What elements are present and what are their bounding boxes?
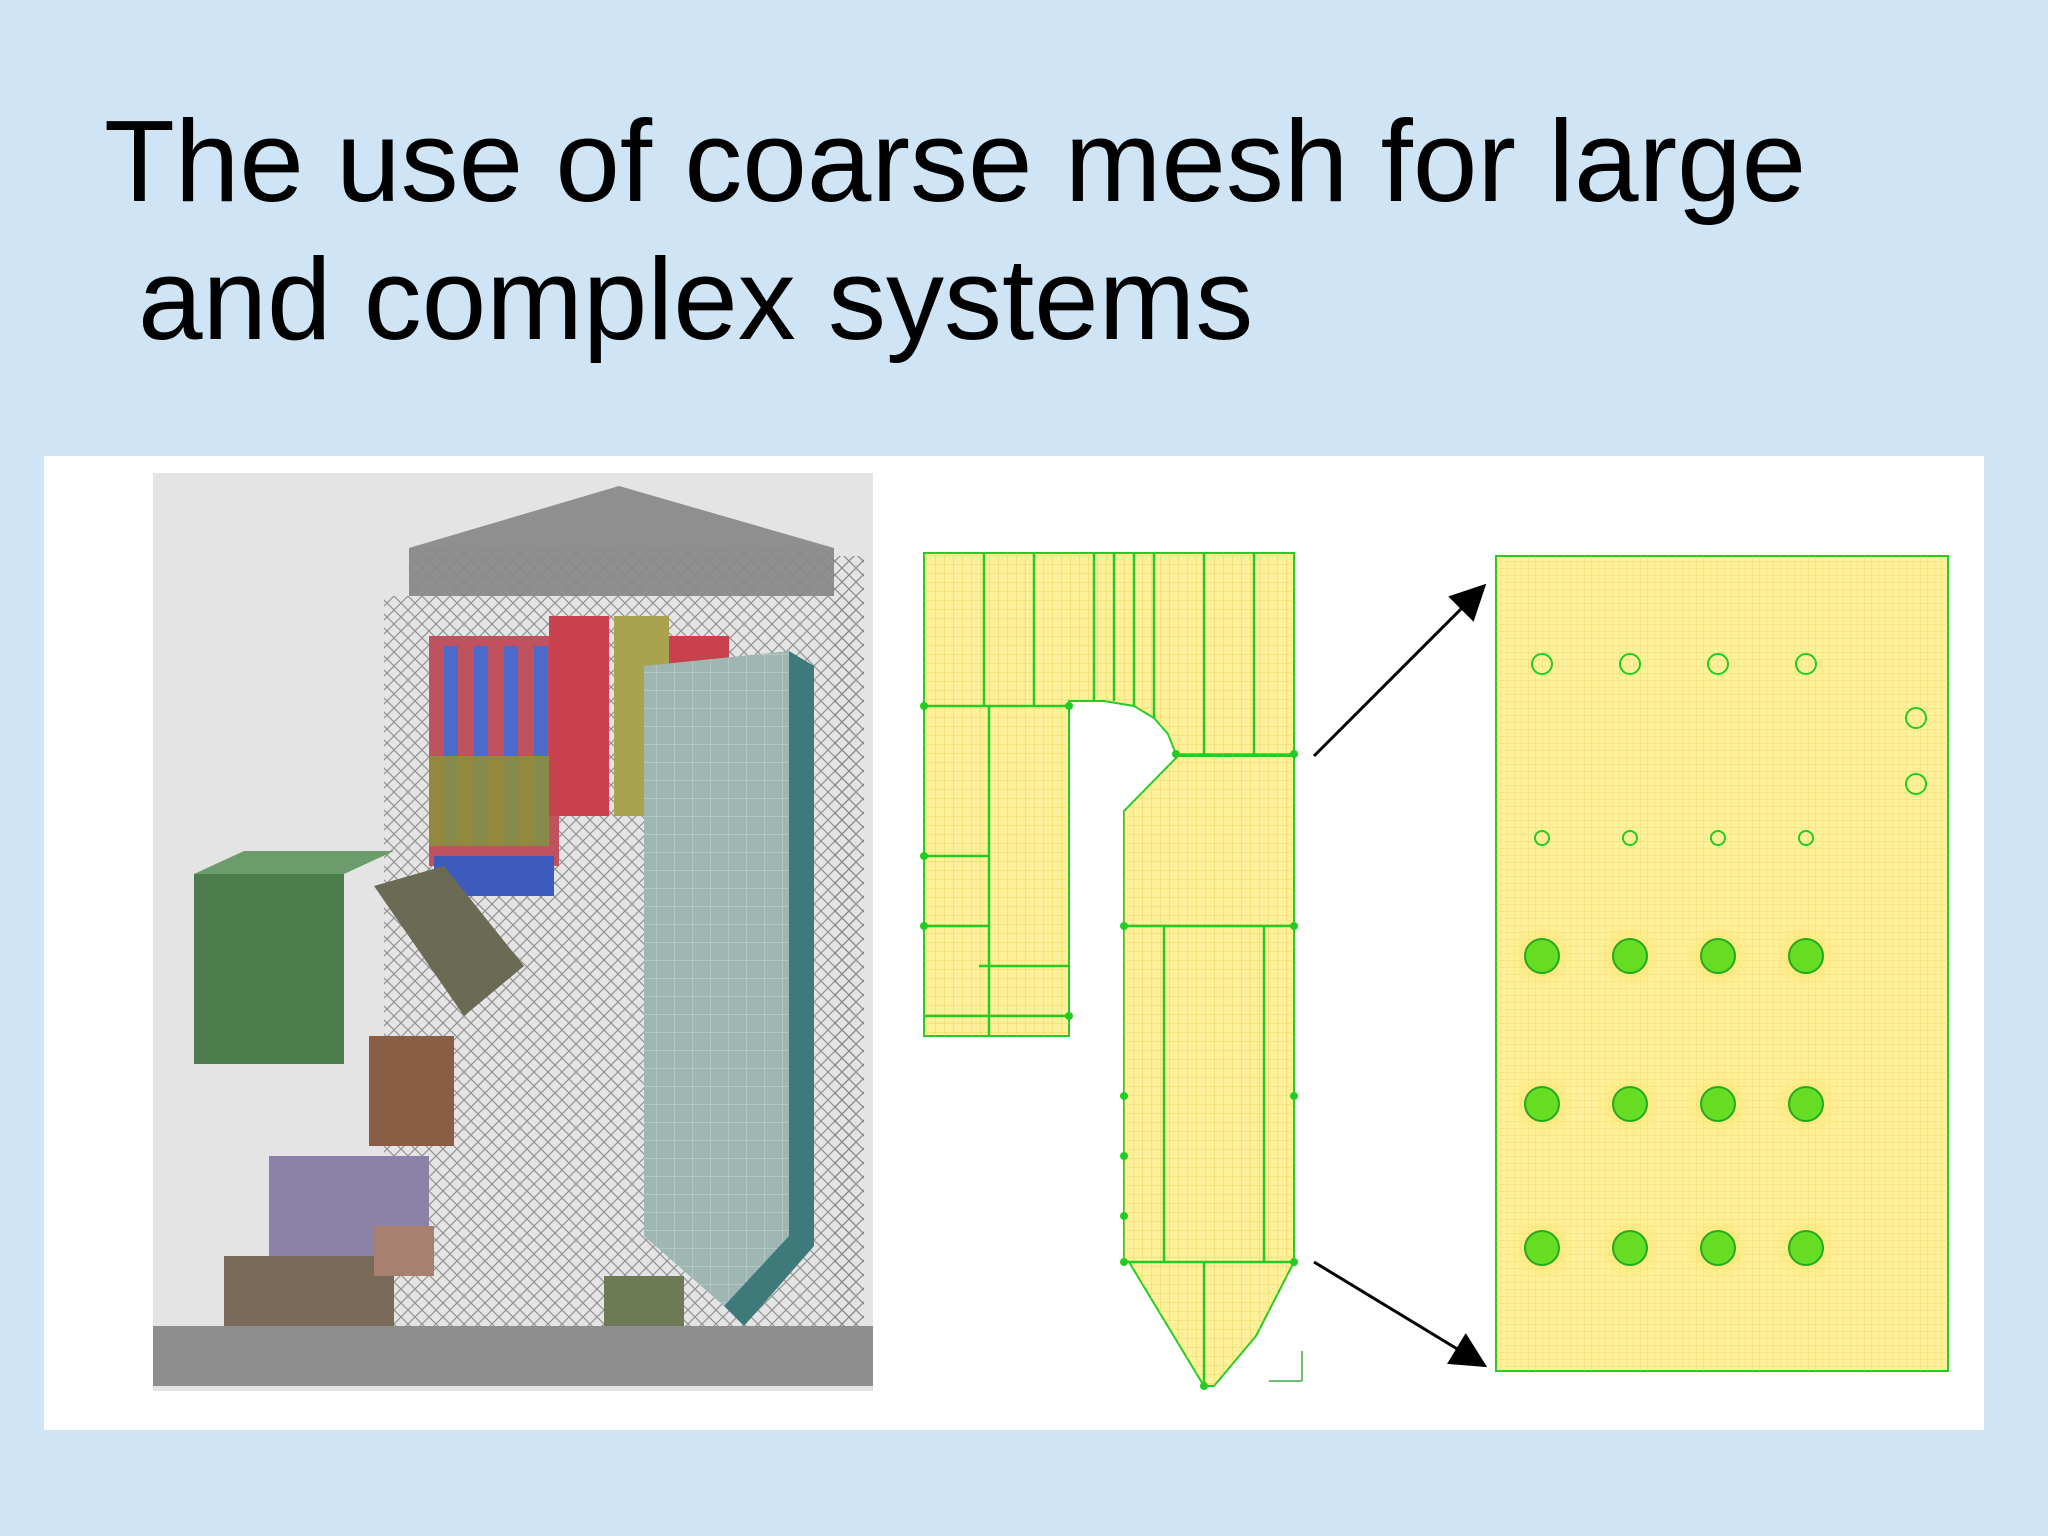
slide-title-line-2: and complex systems bbox=[138, 234, 1254, 364]
detailed-mesh-zoom-with-tubes bbox=[1495, 555, 1949, 1372]
zoom-arrows bbox=[1312, 583, 1488, 1368]
slide-title: The use of coarse mesh for large and com… bbox=[104, 92, 2004, 368]
coarse-mesh-boiler-cross-section bbox=[920, 552, 1303, 1390]
slide-title-line-1: The use of coarse mesh for large bbox=[104, 96, 1807, 226]
figure-panel bbox=[44, 456, 1984, 1430]
boiler-3d-model-illustration bbox=[153, 473, 873, 1391]
